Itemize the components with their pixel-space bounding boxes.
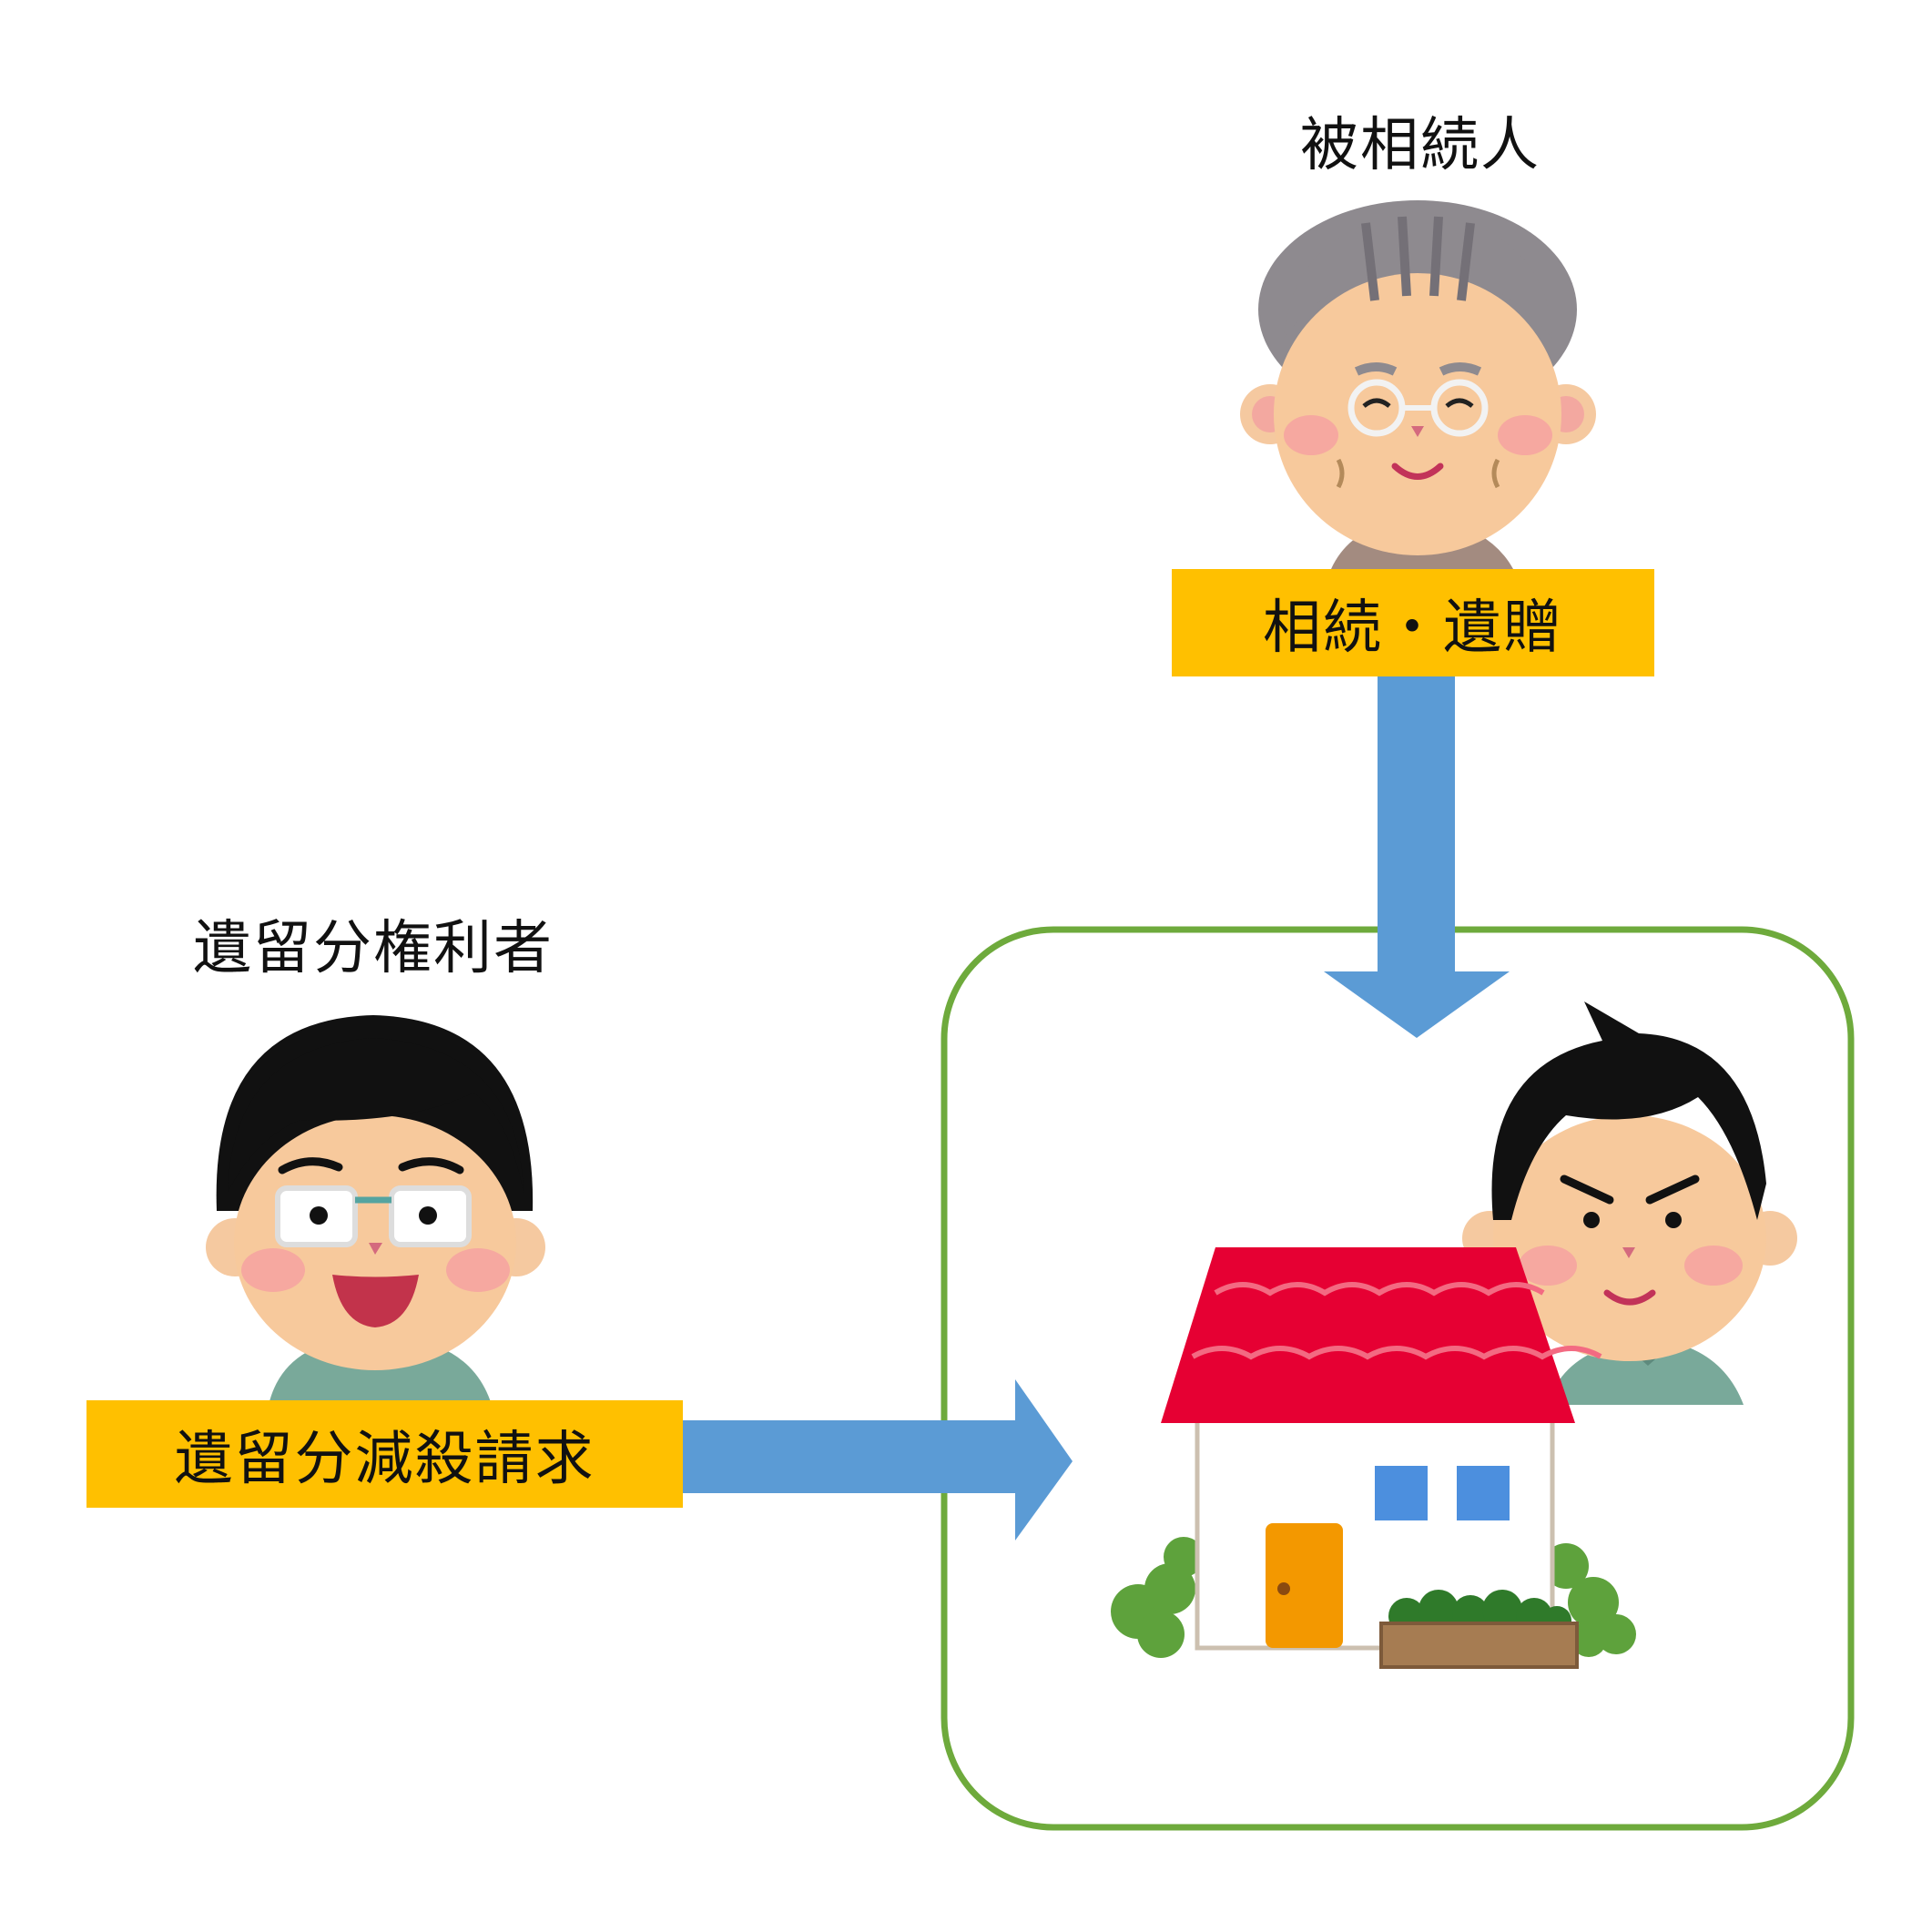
decedent-action-box: 相続・遺贈 bbox=[1172, 569, 1654, 676]
decedent-title-box: 被相続人 bbox=[1300, 112, 1541, 179]
claimant-action-box: 遺留分減殺請求 bbox=[86, 1400, 683, 1508]
arrow-down bbox=[1324, 676, 1510, 1038]
man-with-glasses-icon bbox=[206, 1015, 545, 1405]
arrow-right bbox=[683, 1379, 1073, 1541]
decedent-action-label: 相続・遺贈 bbox=[1172, 569, 1654, 676]
young-man-icon bbox=[1462, 1002, 1797, 1405]
claimant-title: 遺留分権利者 bbox=[193, 915, 554, 982]
claimant-action-label: 遺留分減殺請求 bbox=[86, 1400, 683, 1508]
elderly-man-icon bbox=[1240, 200, 1596, 569]
claimant-title-box: 遺留分権利者 bbox=[193, 915, 554, 982]
decedent-title: 被相続人 bbox=[1300, 112, 1541, 179]
house-icon bbox=[1111, 1247, 1636, 1669]
